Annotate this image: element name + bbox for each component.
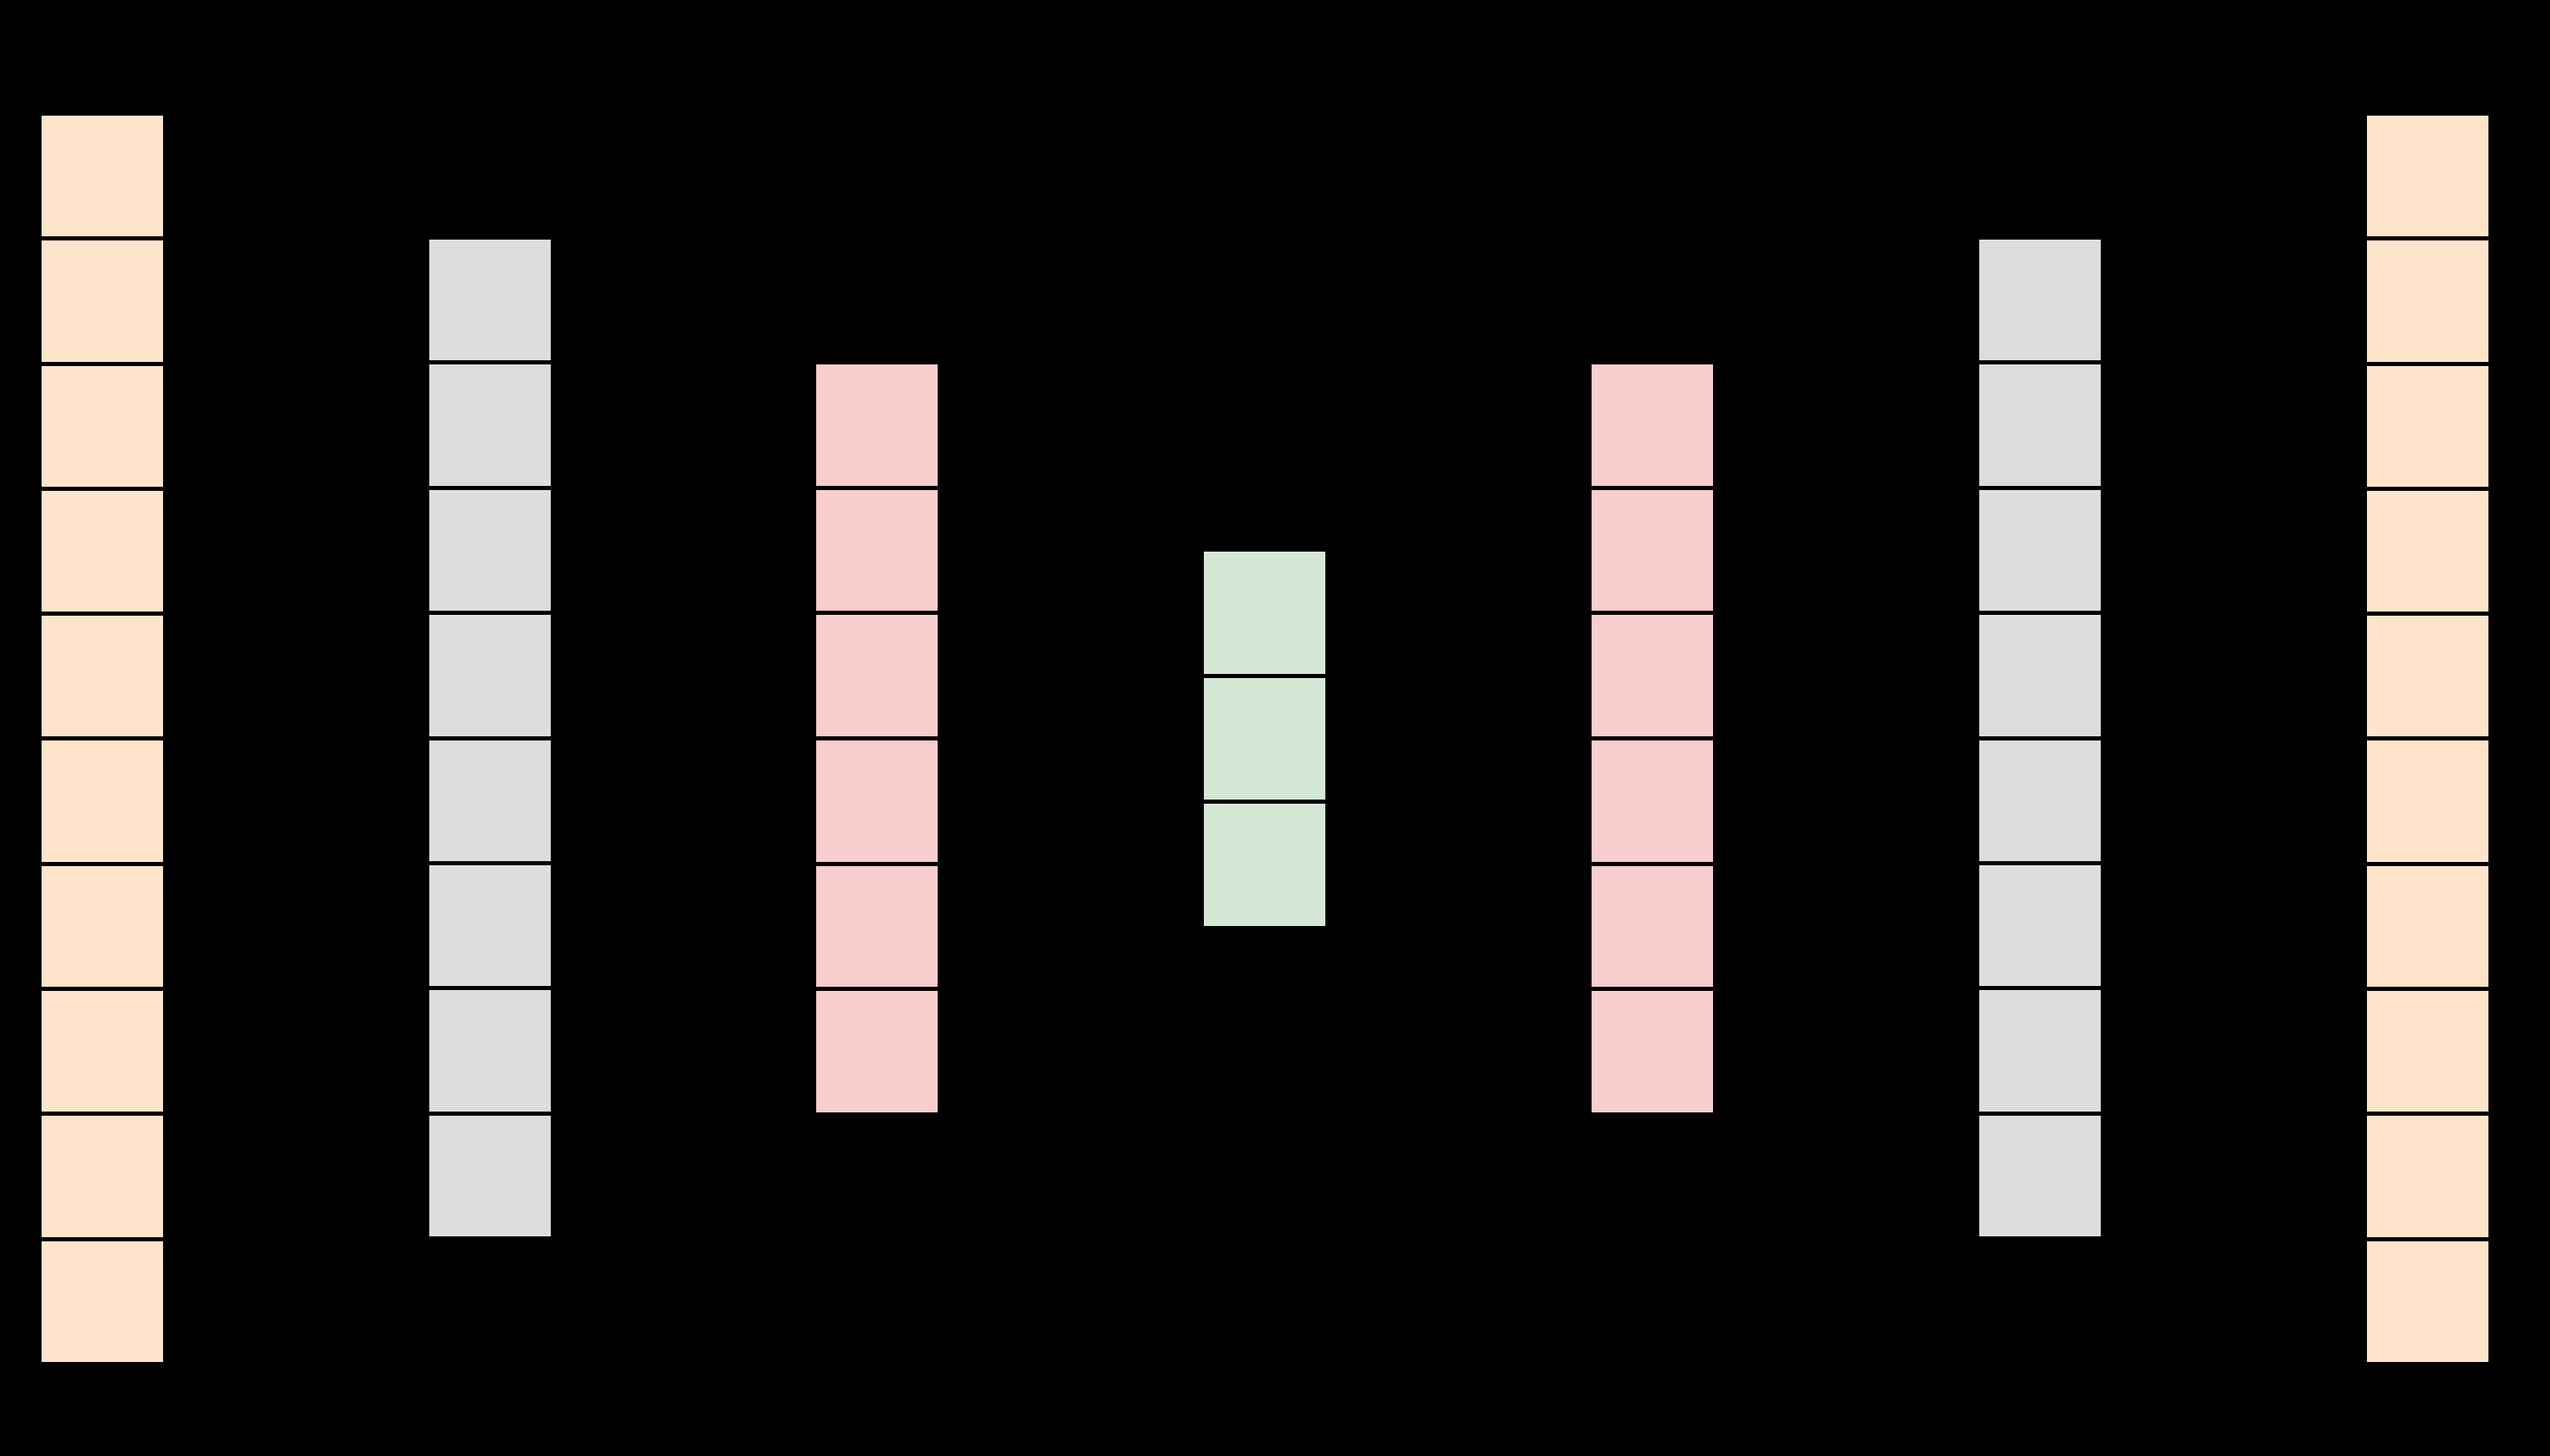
stack-cell: [816, 364, 938, 490]
stack-cell: [2367, 1241, 2488, 1362]
stack-cell: [42, 116, 163, 241]
stack-column-1: [42, 116, 163, 1362]
stack-cell: [42, 1241, 163, 1362]
stack-cell: [816, 865, 938, 992]
stack-cell: [1979, 364, 2101, 490]
stack-cell: [429, 740, 551, 865]
stack-cell: [42, 616, 163, 741]
stack-cell: [42, 865, 163, 992]
stack-cell: [1979, 1115, 2101, 1236]
stack-cell: [1204, 804, 1325, 927]
stack-cell: [1592, 489, 1713, 616]
stack-cell: [42, 490, 163, 617]
stack-cell: [42, 365, 163, 491]
stack-cell: [2367, 116, 2488, 241]
stack-cell: [1979, 990, 2101, 1116]
stack-cell: [1979, 740, 2101, 865]
stack-cell: [2367, 365, 2488, 491]
stack-column-4: [1204, 552, 1325, 927]
stack-cell: [816, 991, 938, 1113]
stack-cell: [2367, 616, 2488, 741]
stack-cell: [429, 1115, 551, 1236]
stack-cell: [429, 864, 551, 991]
stack-cell: [1592, 364, 1713, 490]
stack-cell: [42, 1116, 163, 1241]
stack-column-6: [1979, 240, 2101, 1236]
stack-cell: [1592, 865, 1713, 992]
stack-cell: [2367, 740, 2488, 866]
stack-cell: [1979, 489, 2101, 616]
stack-cell: [1204, 552, 1325, 678]
stack-cell: [42, 740, 163, 866]
stack-cell: [42, 240, 163, 366]
stack-cell: [1979, 240, 2101, 365]
stack-cell: [429, 364, 551, 490]
stack-column-5: [1592, 364, 1713, 1113]
stack-cell: [2367, 240, 2488, 366]
stack-cell: [816, 615, 938, 741]
stack-cell: [1592, 740, 1713, 866]
stack-column-3: [816, 364, 938, 1113]
stack-cell: [2367, 490, 2488, 617]
stack-cell: [2367, 1116, 2488, 1241]
stack-cell: [42, 991, 163, 1117]
stack-cell: [2367, 991, 2488, 1117]
stack-column-2: [429, 240, 551, 1236]
stack-cell: [429, 615, 551, 740]
stack-cell: [816, 489, 938, 616]
stack-cell: [1979, 864, 2101, 991]
stack-cell: [1592, 991, 1713, 1113]
stack-cell: [1204, 677, 1325, 805]
stack-cell: [1979, 615, 2101, 740]
stack-cell: [1592, 615, 1713, 741]
stack-cell: [429, 489, 551, 616]
stack-column-7: [2367, 116, 2488, 1362]
stack-cell: [2367, 865, 2488, 992]
stack-cell: [816, 740, 938, 866]
stack-cell: [429, 240, 551, 365]
stack-cell: [429, 990, 551, 1116]
